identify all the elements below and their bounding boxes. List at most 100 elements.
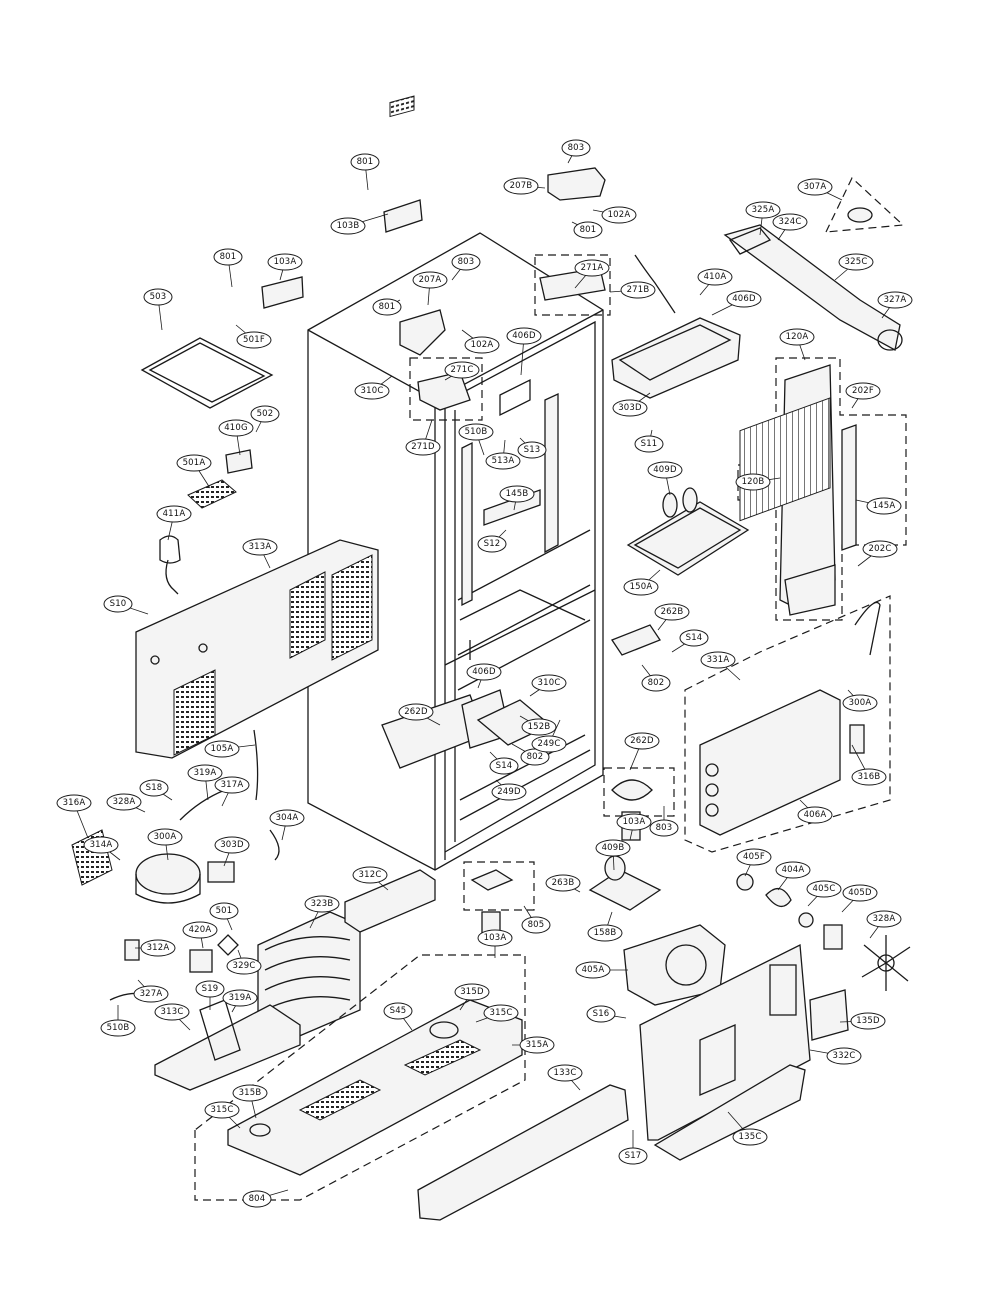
callout-bubble (485, 452, 521, 470)
callout-bubble (838, 253, 874, 271)
callout-c152b: 152B (521, 718, 557, 736)
callout-label: S13 (524, 445, 541, 455)
callout-bubble (383, 1002, 413, 1020)
callout-label: 513A (492, 456, 515, 466)
callout-label: 120B (742, 477, 765, 487)
callout-bubble (354, 382, 390, 400)
callout-c405d: 405D (842, 884, 878, 902)
callout-c801d: 801 (372, 298, 402, 316)
callout-bubble (845, 382, 881, 400)
callout-bubble (267, 253, 303, 271)
callout-bubble (232, 1084, 268, 1102)
callout-c307a: 307A (797, 178, 833, 196)
callout-c517: S17 (618, 1147, 648, 1165)
callout-bubble (503, 177, 539, 195)
callout-c202c: 202C (862, 540, 898, 558)
callout-c406d: 406D (726, 290, 762, 308)
callout-bubble (477, 535, 507, 553)
callout-c319a2: 319A (222, 989, 258, 1007)
callout-c410g: 410G (218, 419, 254, 437)
callout-bubble (269, 809, 305, 827)
callout-c271a: 271A (574, 259, 610, 277)
callout-c315b: 315B (232, 1084, 268, 1102)
callout-c502: 502 (250, 405, 280, 423)
callout-label: 316B (858, 772, 881, 782)
callout-label: 150A (630, 582, 653, 592)
callout-c513a: 513A (485, 452, 521, 470)
callout-label: 325C (845, 257, 868, 267)
callout-c262d2: 262D (624, 732, 660, 750)
callout-label: 405C (813, 884, 836, 894)
callout-label: S45 (390, 1006, 407, 1016)
callout-bubble (618, 1147, 648, 1165)
callout-c262b: 262B (654, 603, 690, 621)
callout-bubble (851, 768, 887, 786)
callout-c319a: 319A (187, 764, 223, 782)
callout-bubble (250, 405, 280, 423)
right-upper-parts (611, 177, 905, 576)
callout-label: 329C (233, 961, 256, 971)
callout-c319: S19 (195, 980, 225, 998)
callout-bubble (156, 505, 192, 523)
callout-bubble (458, 423, 494, 441)
callout-c249c: 249C (531, 735, 567, 753)
callout-c263b: 263B (545, 874, 581, 892)
base-pan (154, 954, 526, 1201)
callout-c409b: 409B (595, 839, 631, 857)
callout-bubble (176, 454, 212, 472)
callout-bubble (866, 910, 902, 928)
callout-c801c: 801 (213, 248, 243, 266)
callout-c420a: 420A (182, 921, 218, 939)
callout-bubble (624, 732, 660, 750)
callout-bubble (612, 399, 648, 417)
callout-bubble (519, 1036, 555, 1054)
callout-bubble (103, 595, 133, 613)
callout-bubble (866, 497, 902, 515)
callout-label: 271A (581, 263, 604, 273)
callout-bubble (862, 540, 898, 558)
callout-label: S19 (202, 984, 219, 994)
callout-label: S14 (496, 761, 513, 771)
callout-c207b: 207B (503, 177, 539, 195)
callout-c513: S13 (517, 441, 547, 459)
callout-c133c: 133C (547, 1064, 583, 1082)
callout-label: 300A (849, 698, 872, 708)
callout-label: 411A (163, 509, 186, 519)
callout-c103a: 103A (267, 253, 303, 271)
callout-c501f: 501F (236, 331, 272, 349)
callout-bubble (195, 980, 225, 998)
callout-bubble (772, 213, 808, 231)
callout-label: 102A (608, 210, 631, 220)
callout-label: 409B (602, 843, 625, 853)
callout-bubble (826, 1047, 862, 1065)
callout-c411a: 411A (156, 505, 192, 523)
callout-label: 510B (465, 427, 488, 437)
callout-label: 120A (786, 332, 809, 342)
callout-bubble (499, 485, 535, 503)
top-left-parts (140, 95, 423, 595)
callout-label: 315C (211, 1105, 234, 1115)
callout-c801b: 801 (573, 221, 603, 239)
callout-c802: 802 (641, 674, 671, 692)
callout-bubble (521, 718, 557, 736)
callout-label: 325A (752, 205, 775, 215)
callout-label: 135D (856, 1016, 880, 1026)
callout-c150a: 150A (623, 578, 659, 596)
callout-bubble (350, 153, 380, 171)
callout-c135d: 135D (850, 1012, 886, 1030)
callout-bubble (654, 603, 690, 621)
callout-label: 501F (243, 335, 265, 345)
callout-c409d: 409D (647, 461, 683, 479)
callout-label: 315B (239, 1088, 262, 1098)
callout-label: 313C (161, 1007, 184, 1017)
callout-bubble (483, 1004, 519, 1022)
callout-label: 271B (627, 285, 650, 295)
callout-label: 801 (220, 252, 237, 262)
callout-bubble (218, 419, 254, 437)
callout-bubble (226, 957, 262, 975)
callout-label: 316A (63, 798, 86, 808)
callout-bubble (204, 740, 240, 758)
callout-c514b: S14 (489, 757, 519, 775)
middle-right-parts (588, 624, 675, 911)
